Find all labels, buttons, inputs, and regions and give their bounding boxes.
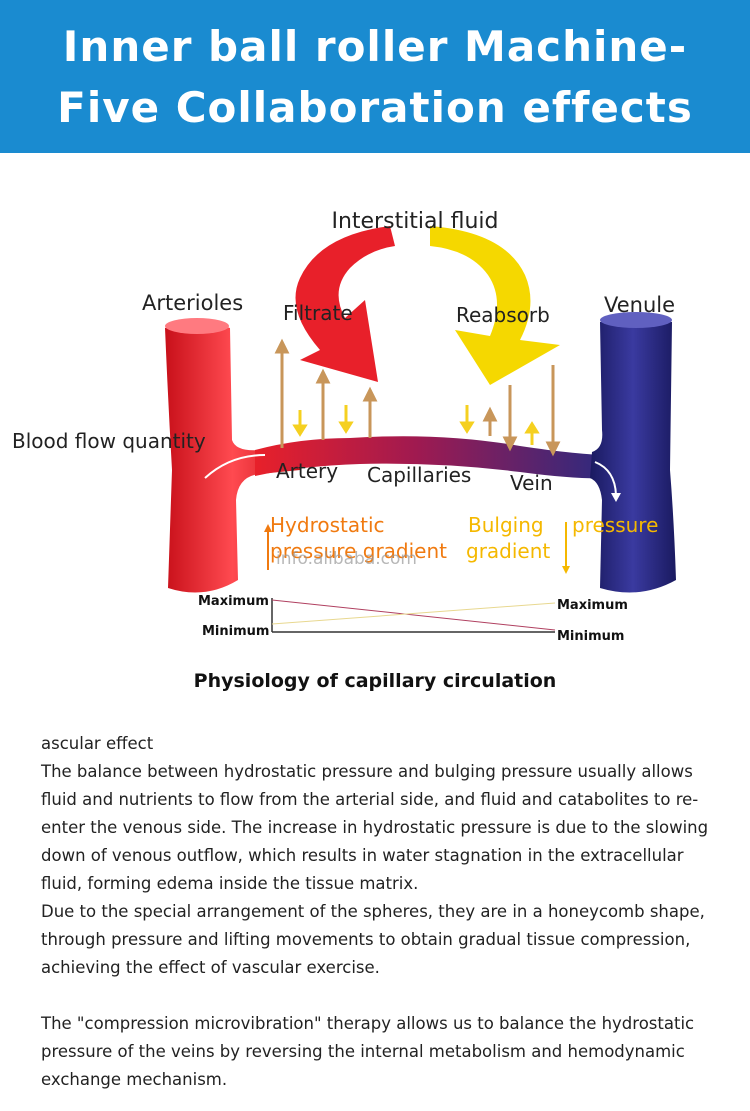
blood-flow-label: Blood flow quantity — [12, 429, 206, 453]
interstitial-fluid-label: Interstitial fluid — [331, 209, 498, 234]
filtrate-arrow — [295, 226, 395, 382]
pressure-gradient-label: pressure gradient — [270, 539, 447, 563]
minimum-right-label: Minimum — [557, 629, 624, 644]
venule-vessel — [590, 318, 676, 593]
hydrostatic-label: Hydrostatic — [270, 513, 385, 537]
paragraph-gap — [41, 982, 721, 1010]
hydrostatic-line — [271, 599, 556, 631]
gradient-label: gradient — [466, 539, 550, 563]
arterioles-label: Arterioles — [142, 291, 243, 315]
flow-arrow-in — [204, 454, 266, 479]
watermark: info.alibaba.com — [276, 549, 417, 569]
body-paragraph-1: The balance between hydrostatic pressure… — [41, 762, 709, 893]
body-paragraph-3: The "compression microvibration" therapy… — [41, 1014, 695, 1089]
small-yellow-arrows — [292, 405, 540, 445]
flow-arrow-out — [594, 461, 617, 496]
artery-label: Artery — [276, 459, 338, 483]
capillaries-label: Capillaries — [367, 463, 471, 487]
capillary-diagram: Interstitial fluid Arterioles Venule Fil… — [0, 153, 750, 653]
minimum-left-label: Minimum — [202, 624, 269, 639]
bulging-label: Bulging — [468, 513, 544, 537]
hydrostatic-gradient-arrow-head — [264, 524, 272, 532]
venule-label: Venule — [604, 293, 675, 317]
bulging-gradient-arrow-head — [562, 566, 570, 574]
arteriole-opening — [165, 318, 229, 334]
arteriole-vessel — [165, 323, 300, 593]
body-line-1: ascular effect — [41, 734, 154, 753]
title-line-1: Inner ball roller Machine- — [62, 22, 688, 71]
body-paragraph-2: Due to the special arrangement of the sp… — [41, 902, 705, 977]
filtrate-label: Filtrate — [283, 301, 353, 325]
maximum-left-label: Maximum — [198, 594, 269, 609]
flow-arrow-out-head — [611, 493, 621, 502]
venule-opening — [600, 312, 672, 328]
title-line-2: Five Collaboration effects — [57, 83, 693, 132]
filtration-arrows — [274, 338, 561, 457]
vein-label: Vein — [510, 471, 553, 495]
pressure-label: pressure — [572, 513, 658, 537]
diagram-svg: Interstitial fluid Arterioles Venule Fil… — [12, 209, 676, 644]
bulging-line — [271, 602, 556, 625]
reabsorb-arrow — [430, 226, 560, 385]
capillary-vessel — [255, 436, 612, 479]
diagram-caption: Physiology of capillary circulation — [193, 670, 557, 692]
reabsorb-label: Reabsorb — [456, 303, 550, 327]
body-text: ascular effect The balance between hydro… — [41, 730, 721, 1094]
maximum-right-label: Maximum — [557, 598, 628, 613]
header-banner: Inner ball roller Machine- Five Collabor… — [0, 0, 750, 153]
